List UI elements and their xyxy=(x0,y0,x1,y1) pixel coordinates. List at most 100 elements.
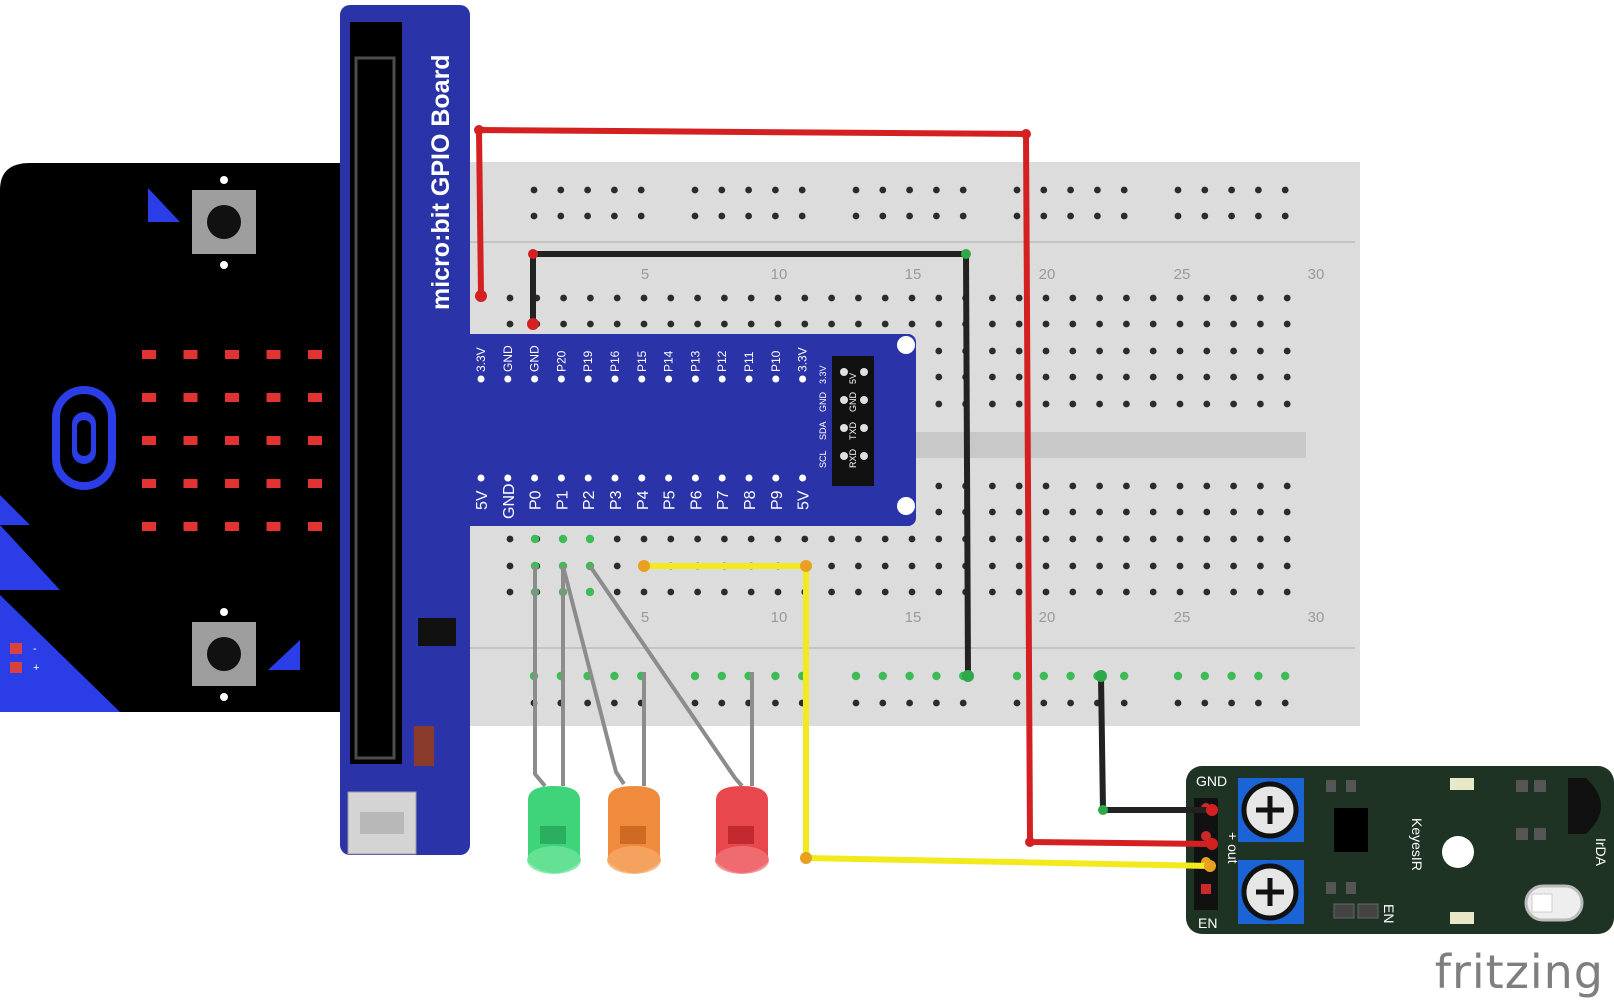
smd-led xyxy=(1450,912,1474,924)
mount-hole-icon xyxy=(1442,836,1474,868)
gpio-top-pin-label: P11 xyxy=(742,351,756,372)
matrix-led xyxy=(266,393,281,402)
resistor-chip xyxy=(414,726,434,766)
breadboard-hole xyxy=(1096,562,1103,570)
breadboard-hole xyxy=(747,320,755,328)
gpio-pin-bottom xyxy=(477,474,485,482)
breadboard-hole xyxy=(1176,320,1184,328)
battery-minus-label: - xyxy=(33,643,37,655)
breadboard-hole xyxy=(1149,347,1157,355)
rail-hole xyxy=(745,212,752,220)
edge-connector-pad xyxy=(0,525,60,590)
mount-hole-icon xyxy=(897,336,915,354)
active-hole xyxy=(851,671,861,681)
breadboard-hole xyxy=(935,400,943,408)
breadboard-hole xyxy=(694,535,701,543)
breadboard-hole xyxy=(1230,588,1237,596)
column-label: 15 xyxy=(905,266,922,283)
rail-hole xyxy=(1013,699,1021,707)
wire-end xyxy=(527,318,539,330)
wire-end xyxy=(1206,838,1218,850)
breadboard-hole xyxy=(908,294,916,302)
breadboard-hole xyxy=(1123,400,1130,408)
gpio-top-pin-label: 3.3V xyxy=(474,347,488,372)
matrix-led xyxy=(183,479,198,488)
breadboard-hole xyxy=(1230,508,1237,516)
rail-hole xyxy=(933,699,940,707)
breadboard-hole xyxy=(1176,535,1184,543)
breadboard-hole xyxy=(1230,400,1237,408)
rail-hole xyxy=(772,186,779,194)
rail-hole xyxy=(691,186,699,194)
breadboard-hole xyxy=(1149,508,1157,516)
breadboard-hole xyxy=(774,535,782,543)
gpio-bottom-pin-label: 5V xyxy=(474,490,491,510)
led-red-base xyxy=(715,846,769,874)
breadboard-hole xyxy=(1257,294,1264,302)
wire-yellow-signal xyxy=(644,563,1211,869)
breadboard-hole xyxy=(1015,482,1023,490)
matrix-led xyxy=(183,393,198,402)
breadboard-hole xyxy=(1096,294,1103,302)
cross-icon xyxy=(1256,796,1284,824)
column-label: 10 xyxy=(771,266,788,283)
smd-part xyxy=(1346,780,1356,792)
led-leads xyxy=(533,564,754,788)
green-led-lead-1 xyxy=(533,566,547,788)
breadboard-hole xyxy=(908,562,916,570)
gpio-pin-headers xyxy=(477,375,807,482)
button-a-cap xyxy=(207,205,241,239)
breadboard-hole xyxy=(1257,535,1264,543)
breadboard-hole xyxy=(1042,482,1050,490)
edge-connector-pad xyxy=(0,595,120,712)
ir-receiver xyxy=(1568,778,1601,834)
smd-part xyxy=(1516,780,1528,792)
breadboard-hole xyxy=(1230,562,1237,570)
matrix-led xyxy=(308,350,322,359)
breadboard-hole xyxy=(1230,347,1237,355)
smd-pad xyxy=(1333,903,1355,919)
rail-hole xyxy=(933,186,940,194)
column-label: 25 xyxy=(1174,609,1191,626)
rail-hole xyxy=(959,699,967,707)
breadboard-hole xyxy=(1176,482,1184,490)
matrix-led xyxy=(142,436,156,445)
breadboard-hole xyxy=(1042,535,1050,543)
rail-hole xyxy=(1013,186,1021,194)
breadboard-hole xyxy=(667,588,675,596)
power-switch[interactable] xyxy=(418,618,456,646)
rail-hole xyxy=(798,186,806,194)
column-label: 15 xyxy=(905,609,922,626)
breadboard-hole xyxy=(1042,400,1050,408)
active-hole xyxy=(610,671,619,681)
gpio-pin-top xyxy=(665,375,673,383)
ir-pin-en xyxy=(1201,884,1211,894)
breadboard-hole xyxy=(667,535,675,543)
wire-bend xyxy=(800,560,812,572)
breadboard-column-labels-bottom: 5 10 15 20 25 30 xyxy=(641,609,1325,626)
smd-part xyxy=(1516,828,1528,840)
smd-part xyxy=(1534,828,1546,840)
rail-hole xyxy=(1120,699,1128,707)
active-hole xyxy=(1039,671,1049,681)
breadboard-hole xyxy=(881,320,889,328)
i2c-label: GND xyxy=(818,392,828,413)
breadboard-hole xyxy=(1096,588,1103,596)
breadboard-hole xyxy=(1203,294,1211,302)
gpio-pin-top xyxy=(504,375,512,383)
microbit-body xyxy=(0,163,345,712)
led-orange-die xyxy=(620,826,646,844)
smd-part xyxy=(1534,780,1546,792)
ir-irda-label: IrDA xyxy=(1593,838,1609,867)
wire-end xyxy=(1095,670,1107,682)
led-orange xyxy=(607,786,661,874)
breadboard-hole xyxy=(935,373,943,381)
gpio-pin-bottom xyxy=(691,474,699,482)
rail-hole xyxy=(933,212,940,220)
breadboard-hole xyxy=(1123,562,1130,570)
i2c-pin xyxy=(860,452,868,460)
matrix-led xyxy=(142,522,156,531)
matrix-led xyxy=(266,522,281,531)
compass-logo-hole xyxy=(77,420,91,456)
breadboard-hole xyxy=(1015,562,1023,570)
